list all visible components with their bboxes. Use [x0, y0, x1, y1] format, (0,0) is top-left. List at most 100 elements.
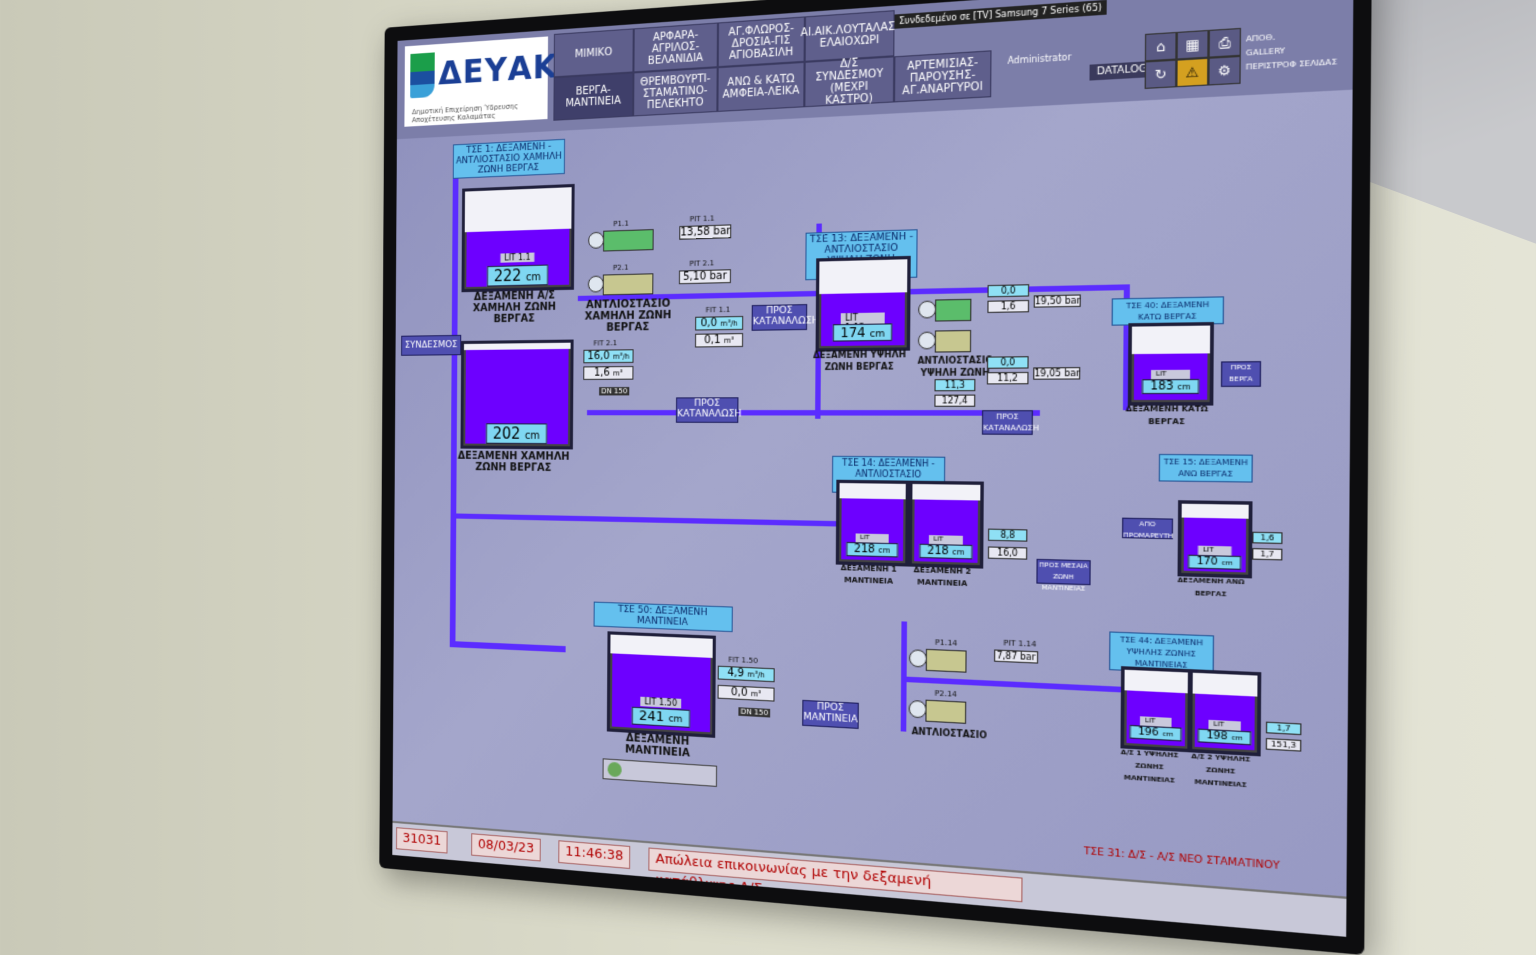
valve-dn150[interactable]: DN 150	[599, 387, 630, 396]
fit11-flow: 0,0 m³/h	[695, 315, 744, 331]
tse44-val-1: 1,7	[1265, 721, 1302, 736]
mantineia-total: 16,0	[987, 546, 1028, 560]
pipe-main-vertical	[449, 170, 459, 648]
nav-mimiko[interactable]: ΜΙΜΙΚΟ	[553, 28, 634, 78]
tank-d-level: 183 cm	[1141, 378, 1200, 395]
upper-val-6: 19,05 bar	[1033, 367, 1081, 380]
pump-station3-caption: ΑΝΤΛΙΟΣΤΑΣΙΟ	[911, 726, 988, 741]
tank-d-caption: ΔΕΞΑΜΕΝΗ ΚΑΤΩ ΒΕΡΓΑΣ	[1125, 404, 1209, 427]
station-alarm[interactable]: ΤΣΕ 31: Δ/Σ - Α/Σ ΝΕΟ ΣΤΑΜΑΤΙΝΟΥ	[1083, 846, 1280, 873]
cast-notice: Συνδεδεμένο σε [TV] Samsung 7 Series (65…	[894, 0, 1107, 29]
pump-p2-14[interactable]	[925, 699, 967, 724]
tse44-val-2: 151,3	[1265, 737, 1302, 752]
logo-subtitle: Δημοτική Επιχείρηση Ύδρευσης Αποχέτευσης…	[411, 102, 519, 125]
tank-f-caption: ΔΕΞΑΜΕΝΗ 2 ΜΑΝΤΙΝΕΙΑ	[913, 565, 972, 589]
pit114-tag: PIT 1.14	[1003, 638, 1037, 649]
upper-val-5: 11,2	[986, 371, 1029, 385]
nav-ano-kato-amfeia[interactable]: ΑΝΩ & ΚΑΤΩ ΑΜΦΕΙΑ-ΛΕΙΚΑ	[717, 61, 805, 112]
pit11-value: 13,58 bar	[679, 224, 732, 240]
pros-mantineia-button[interactable]: ΠΡΟΣ ΜΑΝΤΙΝΕΙΑ	[802, 699, 859, 729]
tank-j[interactable]: LIT 1.50 241 cm	[606, 631, 716, 738]
upper-val-3: 19,50 bar	[1033, 294, 1081, 308]
pit21-value: 5,10 bar	[678, 269, 731, 285]
tank-e[interactable]: LIT 1.14 218 cm	[835, 479, 910, 567]
alarm-icon[interactable]: ⚠	[1176, 57, 1209, 88]
status-alarm-message[interactable]: Απώλεια επικοινωνίας με την δεξαμενή κατ…	[648, 847, 1023, 903]
upper-val-4: 0,0	[986, 356, 1029, 369]
pit114-value: 7,87 bar	[994, 649, 1039, 664]
fit21-flow: 16,0 m³/h	[583, 349, 634, 364]
status-code: 31031	[396, 827, 448, 854]
tank-a-level: 222 cm	[486, 264, 548, 287]
tank-g[interactable]: LIT 1.15 170 cm	[1177, 500, 1253, 579]
tank-c-level: 174 cm	[832, 323, 893, 342]
nav-arfara[interactable]: ΑΡΦΑΡΑ-ΑΓΡΙΛΟΣ-ΒΕΛΑΝΙΔΙΑ	[633, 22, 719, 73]
nav-loutalas[interactable]: ΑΙ.ΑΙΚ.ΛΟΥΤΑΛΑΣ-ΕΛΑΙΟΧΩΡΙ	[801, 10, 899, 62]
pros-katanalosi-button-2[interactable]: ΠΡΟΣ ΚΑΤΑΝΑΛΩΣΗ	[751, 304, 819, 331]
logo-wave-icon	[410, 52, 435, 99]
tank-j-indicator[interactable]	[602, 758, 718, 787]
tse50-title: ΤΣΕ 50: ΔΕΞΑΜΕΝΗ ΜΑΝΤΙΝΕΙΑ	[593, 601, 733, 633]
pump-upper-2[interactable]	[934, 329, 972, 353]
refresh-icon[interactable]: ↻	[1144, 59, 1177, 89]
nav-thremvourti[interactable]: ΘΡΕΜΒΟΥΡΤΙ-ΣΤΑΜΑΤΙΝΟ-ΠΕΛΕΚΗΤΟ	[633, 67, 718, 117]
pipe-mantineia	[450, 513, 847, 527]
settings-icon[interactable]: ⚙	[1208, 55, 1241, 86]
pump-p1-14-label: P1.14	[934, 638, 958, 648]
tank-e-caption: ΔΕΞΑΜΕΝΗ 1 ΜΑΝΤΙΝΕΙΑ	[840, 563, 897, 586]
pros-katanalosi-button-1[interactable]: ΠΡΟΣ ΚΑΤΑΝΑΛΩΣΗ	[675, 397, 742, 423]
fit21-tag: FIT 2.1	[593, 338, 618, 348]
fit11-tag: FIT 1.1	[705, 305, 731, 315]
right-info: ΑΠΟΘ. GALLERY ΠΕΡΙΣΤΡΟΦ ΣΕΛΙΔΑΣ	[1246, 27, 1338, 75]
tank-a-tag: LIT 1.1	[500, 252, 535, 263]
pump-p2-1[interactable]	[602, 273, 654, 296]
home-icon[interactable]: ⌂	[1144, 31, 1177, 62]
tank-i[interactable]: LIT 2.44 198 cm	[1188, 669, 1262, 757]
tank-f-level: 218 cm	[919, 543, 973, 560]
tse15-val-1: 1,6	[1252, 531, 1283, 545]
tv-monitor: ΔΕΥΑΚ Δημοτική Επιχείρηση Ύδρευσης Αποχέ…	[379, 0, 1372, 955]
logo-text: ΔΕΥΑΚ	[438, 46, 559, 93]
tank-c[interactable]: LIT 1.13 174 cm	[815, 255, 911, 352]
tank-g-level: 170 cm	[1187, 554, 1242, 570]
valve-dn150-2[interactable]: DN 150	[738, 707, 771, 718]
pros-mesaia-button[interactable]: ΠΡΟΣ ΜΕΣΑΙΑ ΖΩΝΗ ΜΑΝΤΙΝΕΙΑΣ	[1036, 558, 1091, 593]
tank-f[interactable]: LIT 2.14 218 cm	[908, 480, 984, 569]
pump-upper-1[interactable]	[934, 298, 972, 322]
nav-ag-floros[interactable]: ΑΓ.ΦΛΩΡΟΣ-ΔΡΟΣΙΑ-ΓΙΣ ΑΓΙΟΒΑΣΙΛΗ	[717, 16, 805, 68]
pipe-lower	[586, 410, 1040, 416]
upper-val-1: 0,0	[987, 284, 1030, 298]
tank-h[interactable]: LIT 1.44 196 cm	[1120, 666, 1192, 753]
mantineia-flow: 8,8	[988, 528, 1028, 542]
pump-p2-14-label: P2.14	[934, 689, 958, 699]
tank-h-caption: Δ/Σ 1 ΥΨΗΛΗΣ ΖΩΝΗΣ ΜΑΝΤΙΝΕΙΑΣ	[1120, 748, 1179, 785]
pump-p1-14[interactable]	[925, 648, 967, 673]
user-label: Administrator	[1007, 52, 1072, 67]
pros-katanalosi-button-3[interactable]: ΠΡΟΣ ΚΑΤΑΝΑΛΩΣΗ	[981, 410, 1039, 435]
apo-promarevti-button[interactable]: ΑΠΟ ΠΡΟΜΑΡΕΥΤΗ	[1121, 517, 1173, 540]
tank-e-level: 218 cm	[846, 541, 899, 558]
tank-b-level: 202 cm	[485, 423, 547, 445]
tank-h-level: 196 cm	[1129, 724, 1183, 742]
tank-c-caption: ΔΕΞΑΜΕΝΗ ΥΨΗΛΗ ΖΩΝΗ ΒΕΡΓΑΣ	[812, 349, 906, 373]
syndesmos-button[interactable]: ΣΥΝΔΕΣΜΟΣ	[401, 334, 462, 356]
pit21-tag: PIT 2.1	[689, 258, 715, 269]
pump-p1-1[interactable]	[603, 229, 654, 252]
pump-p2-1-label: P2.1	[612, 263, 629, 273]
nav-artemisias[interactable]: ΑΡΤΕΜΙΣΙΑΣ-ΠΑΡΟΥΣΗΣ-ΑΓ.ΑΝΑΡΓΥΡΟΙ	[893, 50, 992, 103]
nav-syndesmou[interactable]: Δ/Σ ΣΥΝΔΕΣΜΟΥ (ΜΕΧΡΙ ΚΑΣΤΡΟ)	[804, 56, 895, 108]
tank-i-caption: Δ/Σ 2 ΥΨΗΛΗΣ ΖΩΝΗΣ ΜΑΝΤΙΝΕΙΑΣ	[1191, 752, 1251, 790]
trend-icon[interactable]: ▦	[1176, 29, 1209, 60]
tank-a[interactable]: LIT 1.1 222 cm	[461, 183, 575, 293]
pros-verga-button[interactable]: ΠΡΟΣ ΒΕΡΓΑ	[1220, 361, 1262, 387]
scada-screen: ΔΕΥΑΚ Δημοτική Επιχείρηση Ύδρευσης Αποχέ…	[392, 0, 1354, 937]
nav-verga-mantineia[interactable]: ΒΕΡΓΑ-ΜΑΝΤΙΝΕΙΑ	[553, 72, 634, 121]
tank-a-caption: ΔΕΞΑΜΕΝΗ Α/Σ ΧΑΜΗΛΗ ΖΩΝΗ ΒΕΡΓΑΣ	[472, 290, 557, 326]
status-date: 08/03/23	[471, 833, 542, 862]
pipe-bottom	[449, 641, 566, 653]
upper-val-8: 127,4	[934, 394, 976, 407]
tank-b[interactable]: 202 cm	[460, 339, 574, 450]
tse1-title: ΤΣΕ 1: ΔΕΞΑΜΕΝΗ - ΑΝΤΛΙΟΣΤΑΣΙΟ ΧΑΜΗΛΗ ΖΩ…	[452, 138, 566, 179]
tank-d[interactable]: LIT 1.40 183 cm	[1127, 322, 1214, 406]
print-icon[interactable]: ⎙	[1208, 27, 1242, 58]
